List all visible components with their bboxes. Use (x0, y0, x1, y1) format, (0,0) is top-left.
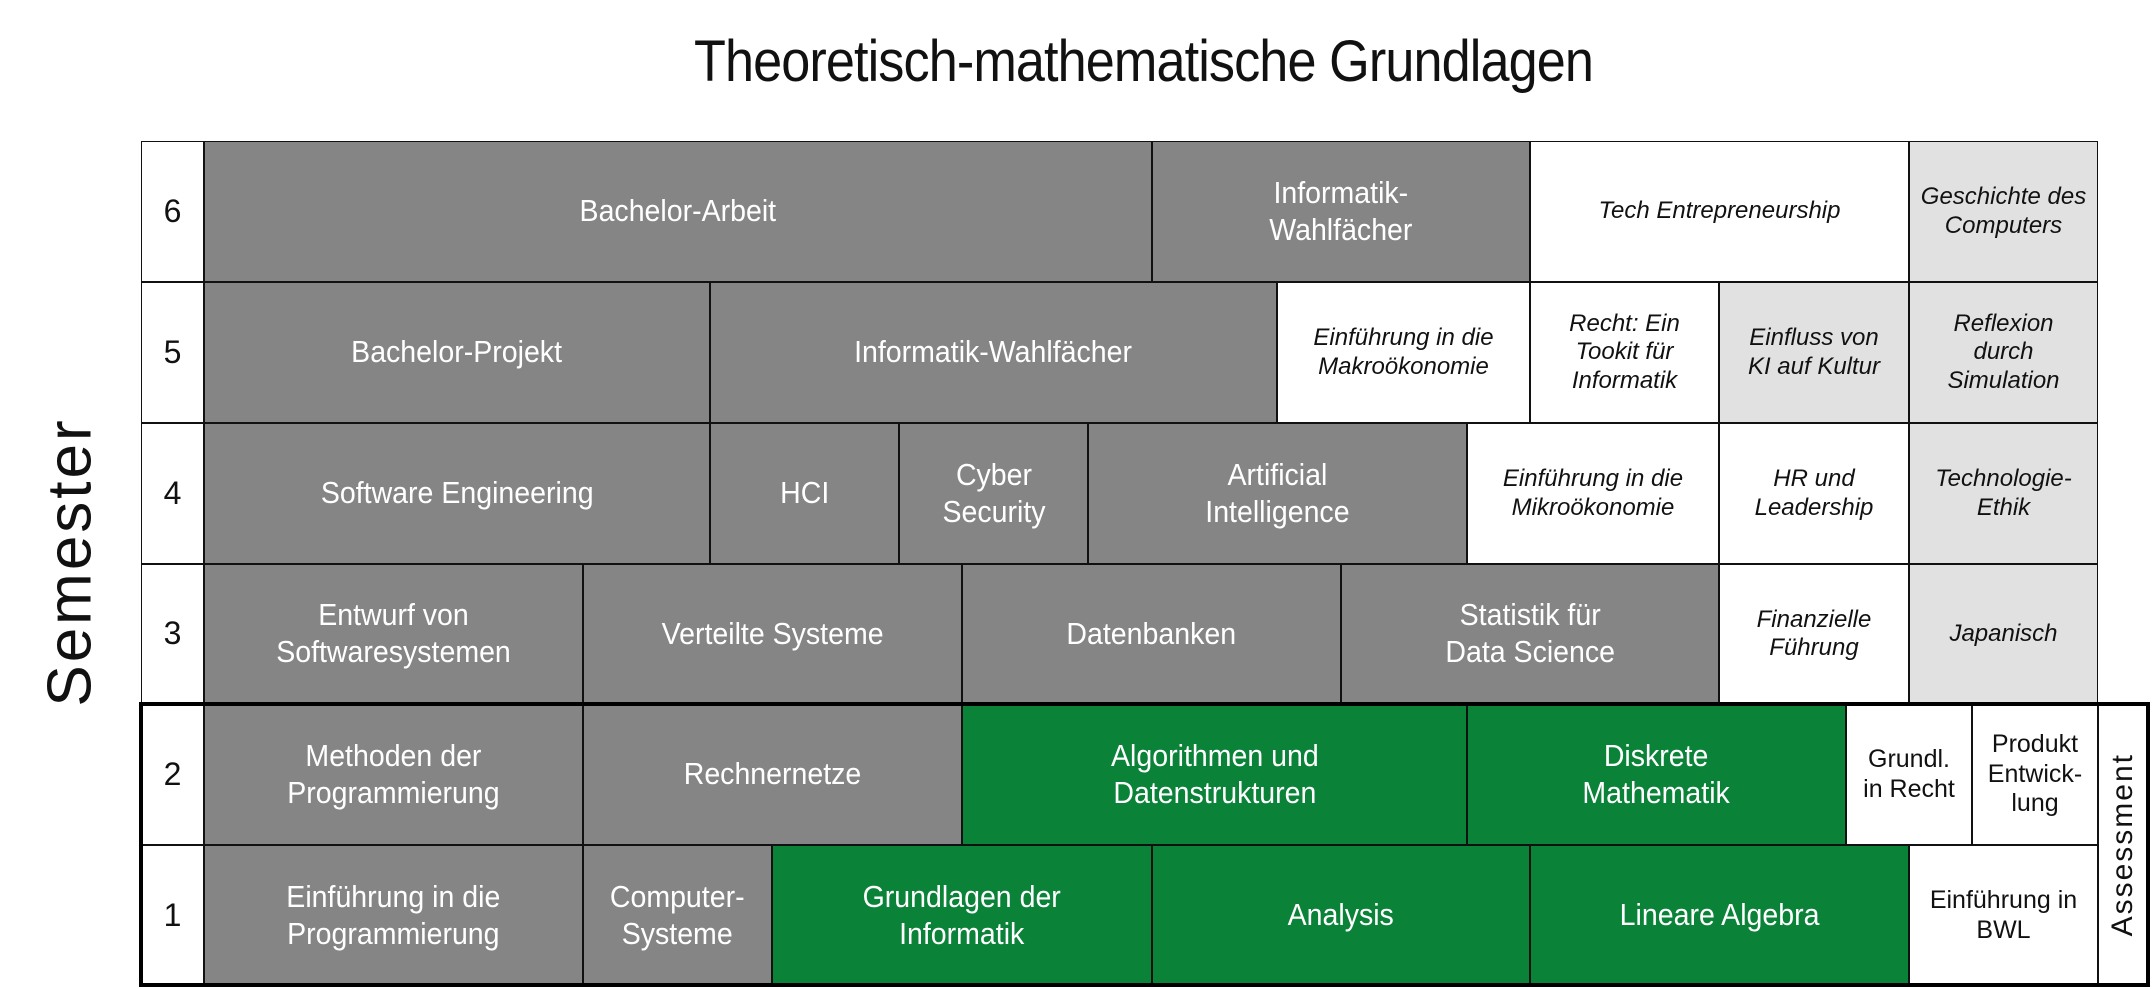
course-cell: Technologie- Ethik (1909, 423, 2098, 564)
course-name: Software Engineering (320, 475, 594, 511)
course-name: Geschichte des Computers (1920, 183, 2087, 239)
course-cell: Lineare Algebra (1530, 845, 1909, 986)
course-name: Informatik- Wahlfächer (1269, 174, 1413, 247)
course-name: Grundl. in Recht (1863, 745, 1955, 803)
semester-number-label: 3 (163, 615, 182, 652)
course-name: Einführung in die Mikroökonomie (1502, 465, 1684, 521)
course-cell: Informatik- Wahlfächer (1152, 141, 1530, 282)
course-name: Bachelor-Arbeit (579, 193, 777, 229)
course-cell: Diskrete Mathematik (1467, 704, 1846, 845)
course-cell: Cyber Security (899, 423, 1088, 564)
course-cell: Einführung in die Programmierung (204, 845, 583, 986)
course-cell: Bachelor-Projekt (204, 282, 710, 423)
course-name: HCI (779, 475, 830, 511)
course-name: Diskrete Mathematik (1582, 737, 1731, 810)
course-cell: Recht: Ein Tookit für Informatik (1530, 282, 1719, 423)
course-cell: Grundlagen der Informatik (772, 845, 1152, 986)
course-name: Einführung in die Programmierung (286, 878, 501, 951)
course-cell: Rechnernetze (583, 704, 962, 845)
course-cell: Datenbanken (962, 564, 1341, 704)
course-name: Cyber Security (941, 456, 1046, 529)
course-name: Japanisch (1949, 619, 2058, 647)
course-cell: Produkt Entwick- lung (1972, 704, 2098, 845)
course-name: Analysis (1287, 897, 1395, 933)
course-cell: Einfluss von KI auf Kultur (1719, 282, 1909, 423)
course-name: Grundlagen der Informatik (862, 878, 1062, 951)
course-name: Bachelor-Projekt (351, 334, 563, 370)
semester-number-label: 4 (163, 474, 182, 511)
course-name: Informatik-Wahlfächer (854, 334, 1133, 370)
course-cell: Verteilte Systeme (583, 564, 962, 704)
course-name: Finanzielle Führung (1756, 605, 1872, 661)
semester-number: 4 (141, 423, 204, 564)
course-name: Recht: Ein Tookit für Informatik (1569, 310, 1680, 394)
course-cell: Statistik für Data Science (1341, 564, 1719, 704)
course-name: Algorithmen und Datenstrukturen (1110, 737, 1319, 810)
course-name: Statistik für Data Science (1445, 597, 1615, 669)
course-cell: Entwurf von Softwaresystemen (204, 564, 583, 704)
course-cell: Geschichte des Computers (1909, 141, 2098, 282)
diagram-title: Theoretisch-mathematische Grundlagen (694, 29, 1594, 94)
course-cell: Algorithmen und Datenstrukturen (962, 704, 1467, 845)
semester-number: 2 (141, 704, 204, 845)
course-cell: Methoden der Programmierung (204, 704, 583, 845)
course-cell: Bachelor-Arbeit (204, 141, 1152, 282)
assessment-label: Assessment (2106, 752, 2140, 937)
course-cell: Einführung in die Makroökonomie (1277, 282, 1530, 423)
course-name: Reflexion durch Simulation (1947, 310, 2060, 394)
course-name: Datenbanken (1066, 615, 1237, 651)
course-cell: Software Engineering (204, 423, 710, 564)
course-name: Computer- Systeme (610, 878, 745, 951)
course-name: Einführung in BWL (1929, 886, 2078, 944)
course-cell: Reflexion durch Simulation (1909, 282, 2098, 423)
semester-number: 6 (141, 141, 204, 282)
course-name: Produkt Entwick- lung (1987, 730, 2083, 818)
course-name: Entwurf von Softwaresystemen (276, 597, 511, 669)
assessment-block: Assessment (2098, 704, 2148, 985)
course-cell: Finanzielle Führung (1719, 564, 1909, 704)
course-name: Artificial Intelligence (1205, 456, 1350, 529)
course-name: HR und Leadership (1754, 465, 1874, 521)
course-cell: Computer- Systeme (583, 845, 772, 986)
semester-number: 3 (141, 564, 204, 704)
course-name: Tech Entrepreneurship (1598, 197, 1841, 225)
course-name: Rechnernetze (683, 756, 862, 792)
course-name: Lineare Algebra (1619, 897, 1820, 933)
semester-number-label: 5 (163, 333, 182, 370)
course-cell: Artificial Intelligence (1088, 423, 1467, 564)
course-cell: HCI (710, 423, 899, 564)
semester-number: 5 (141, 282, 204, 423)
course-cell: Grundl. in Recht (1846, 704, 1972, 845)
course-name: Technologie- Ethik (1935, 465, 2072, 521)
course-cell: HR und Leadership (1719, 423, 1909, 564)
semester-number: 1 (141, 845, 204, 986)
semester-number-label: 2 (163, 755, 182, 792)
course-name: Methoden der Programmierung (287, 737, 500, 810)
course-cell: Japanisch (1909, 564, 2098, 704)
course-name: Einfluss von KI auf Kultur (1747, 324, 1881, 380)
course-cell: Einführung in BWL (1909, 845, 2098, 986)
semester-number-label: 6 (163, 192, 182, 229)
course-cell: Tech Entrepreneurship (1530, 141, 1909, 282)
course-name: Verteilte Systeme (661, 615, 884, 651)
course-cell: Einführung in die Mikroökonomie (1467, 423, 1719, 564)
course-cell: Analysis (1152, 845, 1530, 986)
semester-number-label: 1 (163, 896, 182, 933)
course-cell: Informatik-Wahlfächer (710, 282, 1277, 423)
course-name: Einführung in die Makroökonomie (1313, 324, 1494, 380)
